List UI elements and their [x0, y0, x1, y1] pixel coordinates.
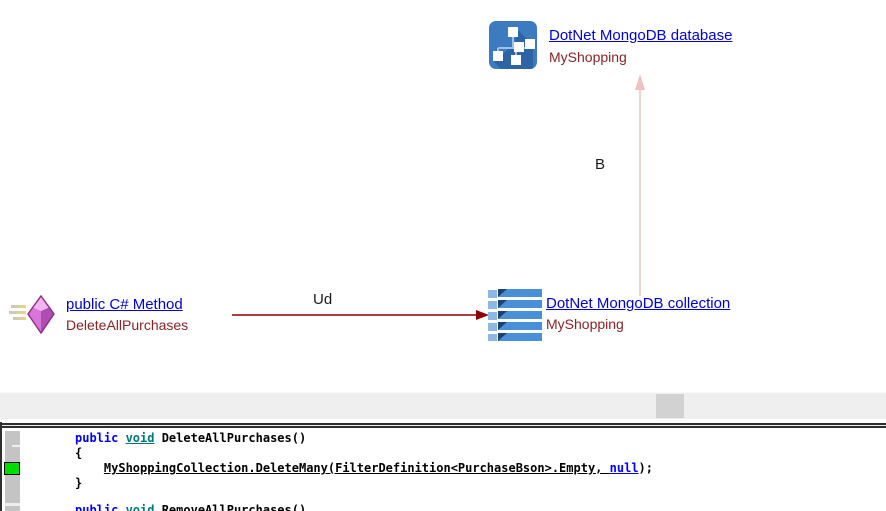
bookmark-marker: [4, 462, 20, 475]
list-rows-icon[interactable]: [488, 289, 542, 341]
method-name: DeleteAllPurchases(): [154, 431, 307, 445]
code-line-close-brace: }: [75, 477, 82, 490]
code-line-signature: public void DeleteAllPurchases(): [75, 432, 306, 445]
keyword-void-link[interactable]: void: [125, 503, 155, 511]
method-title-link[interactable]: public C# Method: [66, 296, 183, 313]
panel-splitter[interactable]: [0, 422, 886, 428]
code-line-open-brace: {: [75, 447, 82, 460]
edge-b-arrowhead-icon: [635, 74, 645, 90]
collection-title-link[interactable]: DotNet MongoDB collection: [546, 295, 731, 312]
method-subtitle: DeleteAllPurchases: [66, 317, 189, 333]
edge-b-label[interactable]: B: [595, 156, 606, 173]
close-brace: }: [75, 476, 83, 490]
statement-link[interactable]: MyShoppingCollection.DeleteMany(FilterDe…: [103, 461, 610, 475]
gutter-notch: [5, 503, 20, 506]
statement-tail: );: [638, 461, 653, 475]
keyword-public: public: [75, 431, 126, 445]
edge-ud-label[interactable]: Ud: [313, 291, 333, 308]
code-line-next-method: public void RemoveAllPurchases(): [75, 504, 306, 511]
diagram-edges: [232, 74, 645, 320]
code-panel-left-border: [0, 422, 2, 511]
edge-ud-arrowhead-icon: [476, 310, 489, 320]
gutter-notch: [12, 445, 20, 447]
keyword-void-link[interactable]: void: [125, 431, 155, 445]
sitemap-icon[interactable]: [489, 21, 537, 69]
method-name: RemoveAllPurchases(): [154, 503, 307, 511]
code-line-statement: MyShoppingCollection.DeleteMany(FilterDe…: [75, 462, 653, 475]
database-title-link[interactable]: DotNet MongoDB database: [549, 27, 733, 44]
null-keyword-link[interactable]: null: [609, 461, 639, 475]
keyword-public: public: [75, 503, 126, 511]
open-brace: {: [75, 446, 83, 460]
horizontal-scrollbar-thumb[interactable]: [656, 394, 684, 418]
database-subtitle: MyShopping: [549, 49, 627, 65]
collection-subtitle: MyShopping: [546, 316, 624, 332]
dependency-diagram: Ud B DotNet MongoDB database MyShopping: [8, 21, 733, 341]
gem-method-icon[interactable]: [8, 294, 58, 336]
horizontal-scrollbar[interactable]: [0, 392, 886, 419]
indent: [75, 461, 104, 475]
source-code-panel: public void DeleteAllPurchases() { MySho…: [2, 428, 886, 511]
